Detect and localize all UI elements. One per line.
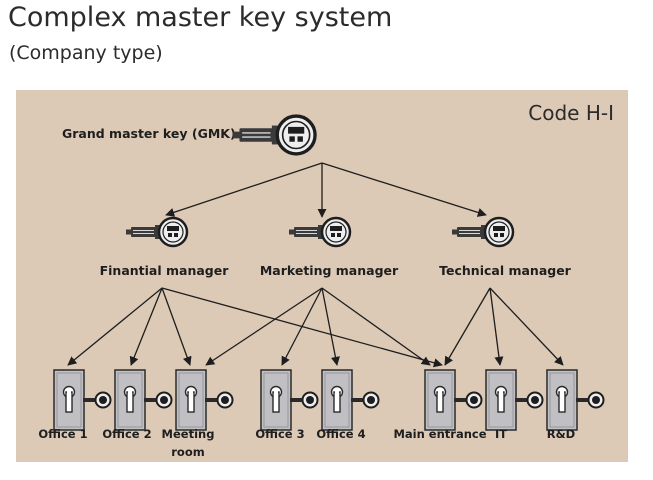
meeting-room-label: Meeting [162,427,215,441]
office-3-label: Office 3 [255,427,304,441]
meeting-room-lock-icon [175,369,234,431]
office-3-lock-icon [260,369,319,431]
finantial-manager-label: Finantial manager [100,263,230,278]
main-entrance-lock-icon [424,369,483,431]
code-label: Code H-I [528,101,614,125]
office-4-lock-icon [321,369,380,431]
office-2-label: Office 2 [102,427,151,441]
rd-lock-icon [546,369,605,431]
diagram-panel: Code H-I Grand master key (GMK) Finantia… [16,90,628,462]
main-entrance-label: Main entrance [393,427,486,441]
office-1-lock-icon [53,369,112,431]
rd-label: R&D [547,427,575,441]
key-system-diagram: Code H-I Grand master key (GMK) Finantia… [38,101,614,459]
page-title: Complex master key system [8,2,393,33]
marketing-manager-key-icon [287,216,352,248]
manager-arrows [67,287,564,368]
technical-manager-key-icon [450,216,515,248]
meeting-room-label-line2: room [171,445,204,459]
technical-manager-label: Technical manager [439,263,572,278]
marketing-manager-label: Marketing manager [260,263,399,278]
office-4-label: Office 4 [316,427,365,441]
it-lock-icon [485,369,544,431]
gmk-arrows [165,162,487,218]
page-subtitle: (Company type) [9,42,163,64]
gmk-label: Grand master key (GMK) [62,126,236,141]
grand-master-key-icon [231,114,317,156]
finantial-manager-key-icon [124,216,189,248]
it-label: IT [495,427,507,441]
office-2-lock-icon [114,369,173,431]
office-1-label: Office 1 [38,427,87,441]
